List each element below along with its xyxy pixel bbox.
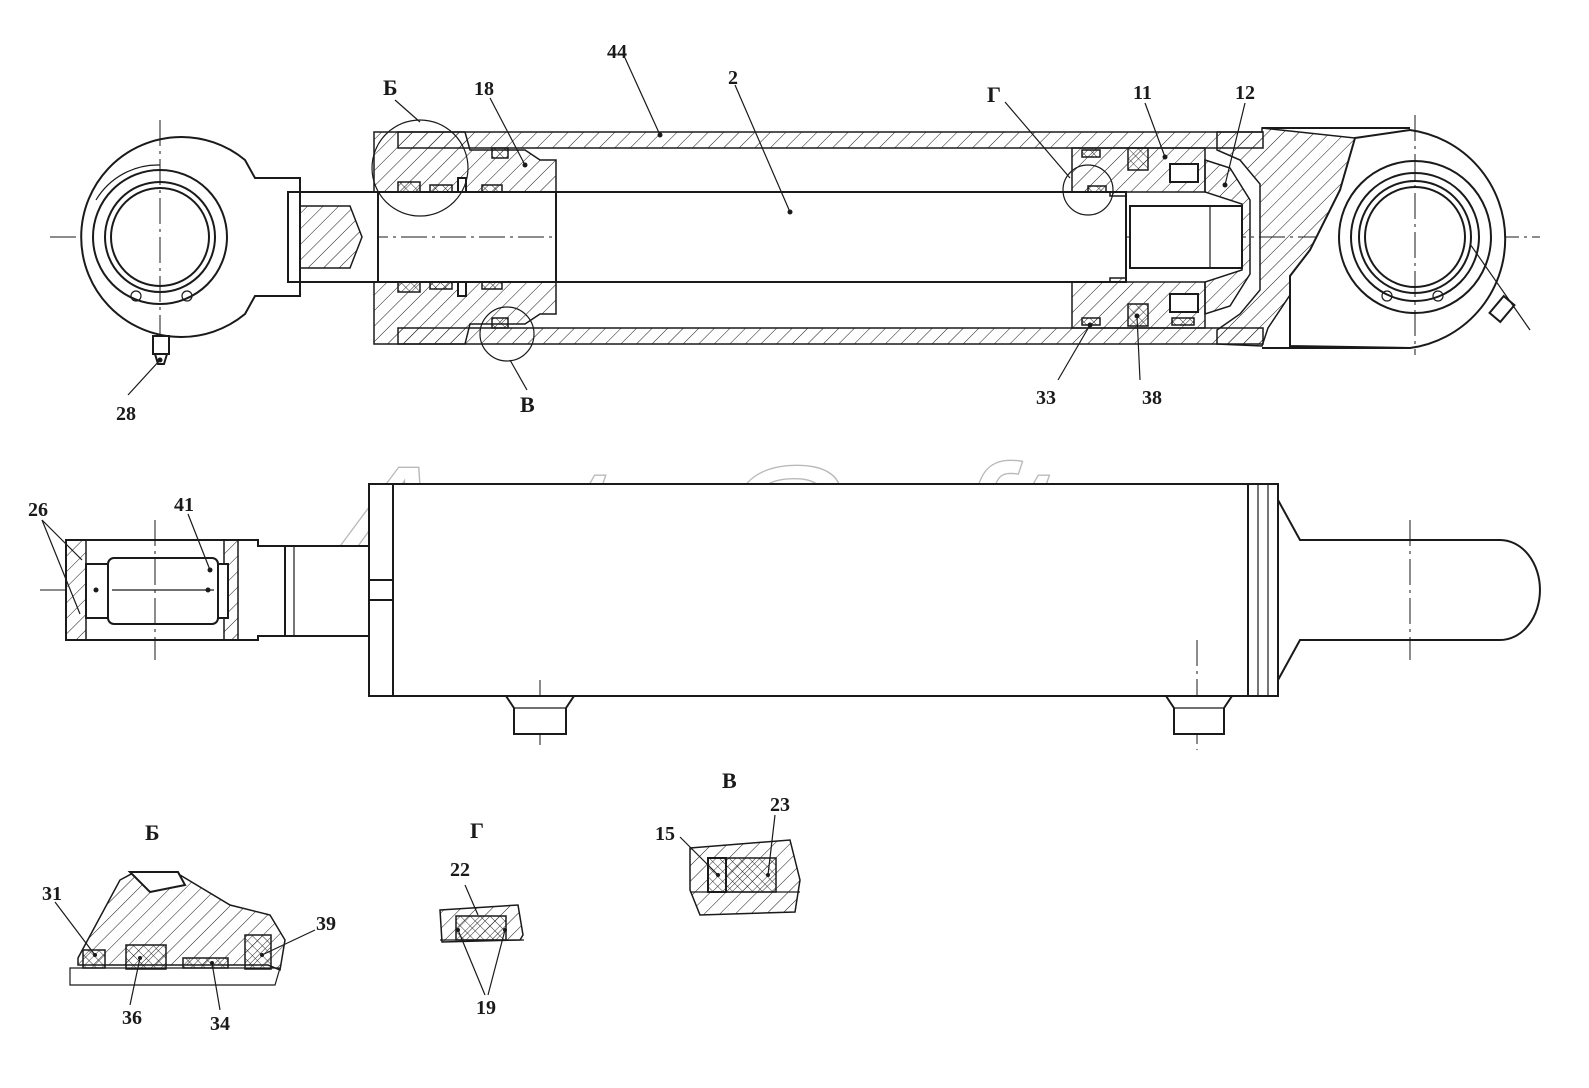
spherical-bearing [107, 557, 219, 625]
detail-v [679, 814, 801, 916]
callout-12: 12 [1235, 82, 1255, 104]
grease-fitting-left [152, 335, 170, 355]
gland-head [373, 131, 557, 345]
callout-26: 26 [28, 499, 48, 521]
cylinder-end-cap [1216, 115, 1516, 355]
rod-threaded-end [1129, 205, 1243, 269]
piston [1071, 147, 1206, 329]
view-label-g-callout: Г [987, 82, 1001, 107]
callout-15: 15 [655, 823, 675, 845]
seal-39 [244, 934, 272, 970]
seal-36 [125, 944, 167, 970]
section-view [50, 57, 1540, 396]
callout-11: 11 [1133, 82, 1152, 104]
callout-41: 41 [174, 494, 194, 516]
cylinder-tube-bottom-wall [397, 327, 1264, 345]
callout-34: 34 [210, 1013, 230, 1035]
callout-23: 23 [770, 794, 790, 816]
callout-28: 28 [116, 403, 136, 425]
cylinder-tube-exterior [392, 483, 1249, 697]
detail-b [54, 871, 316, 1011]
detail-circle-b [371, 119, 469, 217]
piston-seal-top [1127, 147, 1149, 171]
callout-19: 19 [476, 997, 496, 1019]
callout-36: 36 [122, 1007, 142, 1029]
view-label-g-detail: Г [470, 818, 484, 843]
callout-33: 33 [1036, 387, 1056, 409]
callout-39: 39 [316, 913, 336, 935]
view-label-v-callout: В [520, 392, 535, 417]
callout-18: 18 [474, 78, 494, 100]
rod-end-eye [80, 120, 301, 365]
callout-22: 22 [450, 859, 470, 881]
detail-g [439, 884, 524, 996]
rod-exterior [284, 545, 370, 637]
seal-34 [182, 957, 229, 969]
callout-44: 44 [607, 41, 627, 63]
exterior-view [40, 483, 1541, 750]
seal-22 [455, 915, 507, 941]
piston-rod [555, 191, 1127, 283]
grease-fitting-right [1488, 294, 1516, 324]
callout-2: 2 [728, 67, 738, 89]
rod-end-neck [287, 191, 379, 283]
callout-31: 31 [42, 883, 62, 905]
detail-circle-v [479, 306, 535, 362]
callout-38: 38 [1142, 387, 1162, 409]
cylinder-tube-top-wall [397, 131, 1264, 149]
port-fitting-left [504, 695, 576, 735]
view-label-b: Б [383, 75, 398, 100]
view-label-b-detail: Б [145, 820, 160, 845]
port-fitting-right [1164, 695, 1234, 735]
end-cap-exterior [1277, 499, 1541, 681]
detail-circle-g [1062, 164, 1114, 216]
view-label-v-detail: В [722, 768, 737, 793]
